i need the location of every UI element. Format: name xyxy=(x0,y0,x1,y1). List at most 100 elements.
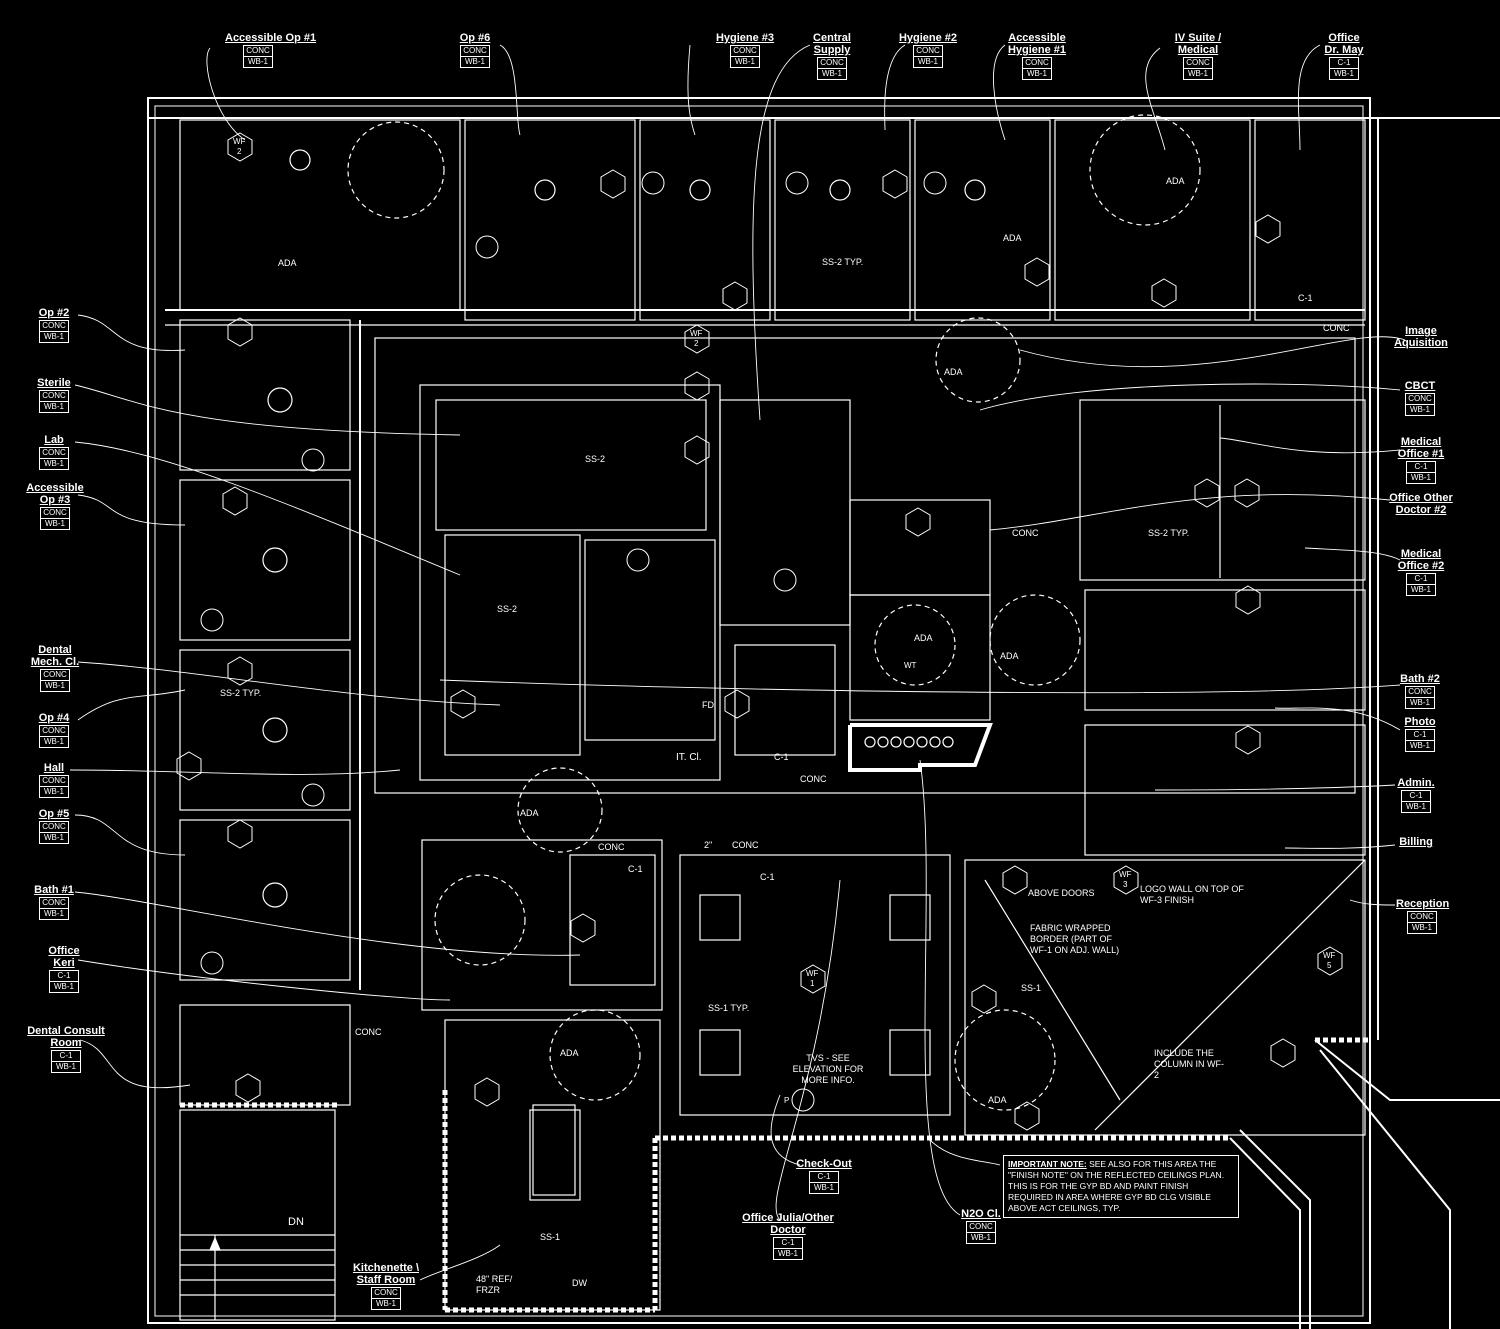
room-finish: CONC xyxy=(371,1287,401,1299)
ada-label: ADA xyxy=(914,633,933,643)
room-finish: C-1 xyxy=(1329,57,1359,69)
wt-code: WT xyxy=(904,661,917,670)
room-tag-accessible-op-1: Accessible Op #1 CONC WB-1 xyxy=(225,32,316,68)
room-tag-bath-2: Bath #2 CONC WB-1 xyxy=(1398,673,1442,709)
wf-code: WF xyxy=(1119,870,1132,879)
room-name: Kitchenette \ Staff Room xyxy=(352,1262,419,1286)
room-tag-office-julia: Office Julia/Other Doctor C-1 WB-1 xyxy=(738,1212,838,1260)
room-name: Accessible Hygiene #1 xyxy=(1007,32,1067,56)
room-name: Hygiene #3 xyxy=(715,32,775,44)
room-finish: CONC xyxy=(1405,393,1435,405)
room-finish: CONC xyxy=(1407,911,1437,923)
room-finish: CONC xyxy=(39,725,69,737)
ada-label: ADA xyxy=(278,258,297,268)
room-base: WB-1 xyxy=(460,57,490,68)
room-finish: C-1 xyxy=(1401,790,1431,802)
c1-label: C-1 xyxy=(760,872,775,882)
room-finish: CONC xyxy=(39,821,69,833)
room-finish: CONC xyxy=(730,45,760,57)
room-tag-bath-1: Bath #1 CONC WB-1 xyxy=(30,884,78,920)
room-tag-cbct: CBCT CONC WB-1 xyxy=(1398,380,1442,416)
paint-circles xyxy=(200,171,947,1112)
ss2-label: SS-2 xyxy=(497,604,518,614)
room-name: Reception xyxy=(1396,898,1450,910)
room-name: Op #6 xyxy=(459,32,491,44)
c1-label: C-1 xyxy=(628,864,643,874)
room-tag-lab: Lab CONC WB-1 xyxy=(30,434,78,470)
wf-code: WF xyxy=(1323,951,1336,960)
room-tag-op-5: Op #5 CONC WB-1 xyxy=(30,808,78,844)
room-finish: CONC xyxy=(39,897,69,909)
room-base: WB-1 xyxy=(1407,923,1437,934)
room-finish: CONC xyxy=(1405,686,1435,698)
room-tag-central-supply: Central Supply CONC WB-1 xyxy=(802,32,862,80)
room-finish: CONC xyxy=(460,45,490,57)
stair-down-label: DN xyxy=(288,1216,304,1228)
room-base: WB-1 xyxy=(773,1249,803,1260)
room-base: WB-1 xyxy=(730,57,760,68)
room-name: Lab xyxy=(44,434,64,446)
conc-label: CONC xyxy=(1012,528,1039,538)
room-tag-sterile: Sterile CONC WB-1 xyxy=(30,377,78,413)
room-finish: CONC xyxy=(39,447,69,459)
ss1-typ-label: SS-1 TYP. xyxy=(708,1003,750,1013)
ada-label: ADA xyxy=(1003,233,1022,243)
central-core xyxy=(374,337,1366,856)
room-name: Bath #1 xyxy=(34,884,74,896)
n2o-closet xyxy=(848,723,993,772)
ss1-label: SS-1 xyxy=(1021,983,1042,993)
room-base: WB-1 xyxy=(1329,69,1359,80)
ada-circles xyxy=(347,114,1201,1111)
stair xyxy=(180,1234,335,1320)
room-finish: CONC xyxy=(1183,57,1213,69)
room-base: WB-1 xyxy=(966,1233,996,1244)
room-tag-image-aquisition: Image Aquisition xyxy=(1392,325,1450,349)
room-base: WB-1 xyxy=(39,332,69,343)
tvs-note: TVS - SEE ELEVATION FOR MORE INFO. xyxy=(792,1053,864,1085)
room-finish: CONC xyxy=(913,45,943,57)
room-name: Hall xyxy=(43,762,65,774)
room-name: Dental Consult Room xyxy=(27,1025,105,1049)
room-tag-dental-mech-cl: Dental Mech. Cl. CONC WB-1 xyxy=(26,644,84,692)
room-tag-dental-consult-room: Dental Consult Room C-1 WB-1 xyxy=(26,1025,106,1073)
room-tag-accessible-hygiene-1: Accessible Hygiene #1 CONC WB-1 xyxy=(1005,32,1069,80)
important-note-lead: IMPORTANT NOTE: xyxy=(1008,1159,1087,1169)
room-base: WB-1 xyxy=(809,1183,839,1194)
room-name: N2O Cl. xyxy=(961,1208,1001,1220)
room-base: WB-1 xyxy=(1183,69,1213,80)
room-name: Check-Out xyxy=(796,1158,852,1170)
room-finish: C-1 xyxy=(773,1237,803,1249)
wf-code: WF xyxy=(806,969,819,978)
important-note: IMPORTANT NOTE: SEE ALSO FOR THIS AREA T… xyxy=(1003,1155,1239,1218)
wf-code: WF xyxy=(233,137,246,146)
room-tag-kitchenette: Kitchenette \ Staff Room CONC WB-1 xyxy=(350,1262,422,1310)
ada-label: ADA xyxy=(1166,176,1185,186)
room-name: Office Other Doctor #2 xyxy=(1389,492,1453,516)
room-finish: C-1 xyxy=(1405,729,1435,741)
room-name: IV Suite / Medical xyxy=(1174,32,1222,56)
room-name: Photo xyxy=(1404,716,1436,728)
room-base: WB-1 xyxy=(913,57,943,68)
conc-label: CONC xyxy=(732,840,759,850)
room-name: Office Dr. May xyxy=(1324,32,1364,56)
room-name: Medical Office #1 xyxy=(1397,436,1445,460)
ss2-typ-label: SS-2 TYP. xyxy=(1148,528,1190,538)
room-name: Op #4 xyxy=(38,712,70,724)
room-base: WB-1 xyxy=(1405,741,1435,752)
room-tag-n2o-cl: N2O Cl. CONC WB-1 xyxy=(956,1208,1006,1244)
room-name: Office Keri xyxy=(48,945,80,969)
room-name: Op #2 xyxy=(38,307,70,319)
dishwasher-label: DW xyxy=(572,1278,587,1288)
room-tag-reception: Reception CONC WB-1 xyxy=(1396,898,1450,934)
room-tag-hygiene-2: Hygiene #2 CONC WB-1 xyxy=(895,32,961,68)
dimension-label: 2" xyxy=(704,840,713,850)
room-name: Admin. xyxy=(1397,777,1435,789)
room-tag-office-dr-may: Office Dr. May C-1 WB-1 xyxy=(1320,32,1368,80)
ss1-label: SS-1 xyxy=(540,1232,561,1242)
floor-drain-label: FD xyxy=(702,700,714,710)
important-note-body: SEE ALSO FOR THIS AREA THE "FINISH NOTE"… xyxy=(1008,1159,1225,1213)
room-base: WB-1 xyxy=(39,402,69,413)
ss2-label: SS-2 xyxy=(585,454,606,464)
hatched-walls xyxy=(180,1037,1370,1313)
